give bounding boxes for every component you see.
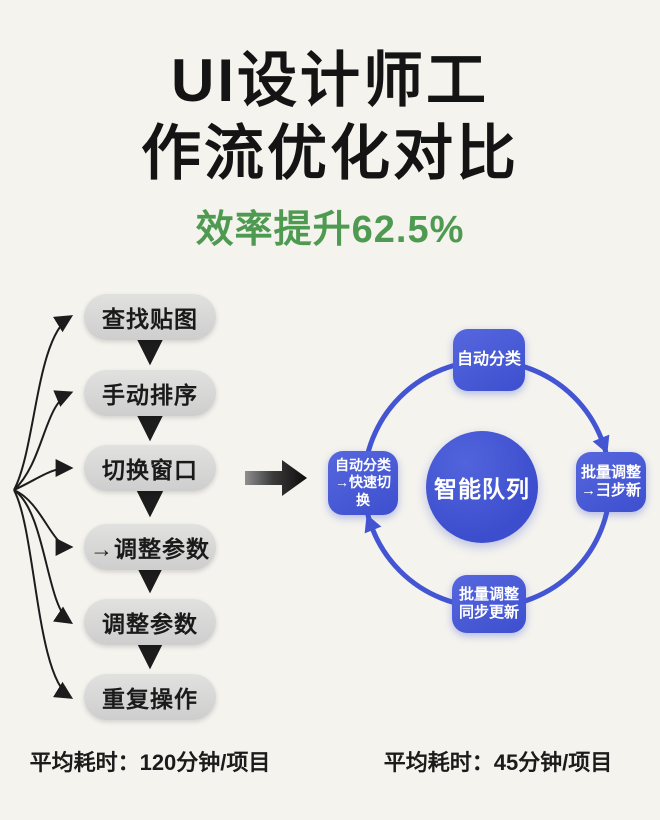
flow-step-adjust-params: 调整参数 xyxy=(84,599,216,645)
smart-node-label: 自动分类 →快速切 换 xyxy=(335,457,391,508)
manual-flow-time-caption: 平均耗时：120分钟/项目 xyxy=(29,750,271,775)
flow-step-label: 切换窗口 xyxy=(102,457,198,483)
flow-step-label: 调整参数 xyxy=(102,611,198,637)
smart-node-auto-classify: 自动分类 xyxy=(453,329,525,391)
smart-node-quick-switch: 自动分类 →快速切 换 xyxy=(328,451,398,515)
smart-queue-center: 智能队列 xyxy=(426,431,538,543)
flow-step-label: 手动排序 xyxy=(102,382,198,408)
flow-step-repeat-ops: 重复操作 xyxy=(84,674,216,720)
smart-queue-label: 智能队列 xyxy=(434,476,530,502)
flow-step-label: 查找贴图 xyxy=(102,306,198,332)
smart-node-batch-sync-update: 批量调整 同步更新 xyxy=(452,575,526,633)
flow-step-label: →调整参数 xyxy=(90,536,210,562)
flow-step-find-textures: 查找贴图 xyxy=(84,294,216,340)
page-title-line2: 作流优化对比 xyxy=(141,120,519,187)
smart-node-label: 自动分类 xyxy=(456,351,521,369)
flow-step-manual-sort: 手动排序 xyxy=(84,370,216,416)
smart-flow-time-caption: 平均耗时：45分钟/项目 xyxy=(383,750,613,775)
page-title: UI设计师工 作流优化对比 xyxy=(0,44,660,190)
flow-step-switch-window: 切换窗口 xyxy=(84,445,216,491)
flow-step-adjust-params-arrow: →调整参数 xyxy=(84,524,216,570)
efficiency-stat: 效率提升62.5% xyxy=(195,209,465,251)
loop-back-lines-icon xyxy=(13,315,74,699)
transform-arrow-icon xyxy=(245,460,307,496)
smart-node-label: 批量调整 同步更新 xyxy=(458,585,519,621)
page-title-line1: UI设计师工 xyxy=(171,47,489,114)
smart-node-batch-adjust-right: 批量调整 →彐步新 xyxy=(576,452,646,512)
smart-node-label: 批量调整 →彐步新 xyxy=(580,463,641,499)
flow-step-label: 重复操作 xyxy=(102,686,198,712)
